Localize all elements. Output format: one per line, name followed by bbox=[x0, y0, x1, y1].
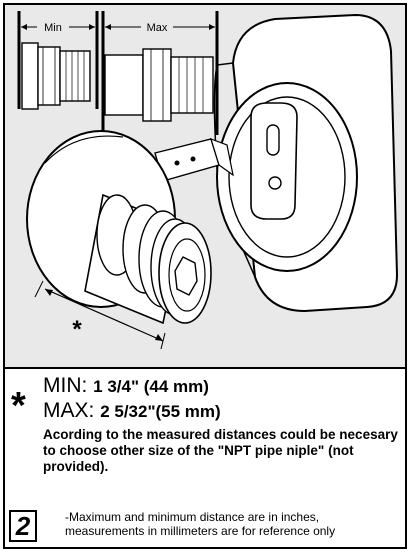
device-unit bbox=[213, 13, 399, 313]
max-spec: MAX: 2 5/32"(55 mm) bbox=[43, 400, 221, 423]
illustration-svg: Min Max bbox=[17, 11, 399, 350]
min-inset: Min bbox=[17, 11, 99, 110]
dimension-arrow: * bbox=[34, 280, 166, 350]
footnote: -Maximum and minimum distance are in inc… bbox=[65, 510, 401, 538]
max-prefix: MAX: bbox=[43, 399, 95, 422]
installation-illustration: Min Max bbox=[5, 5, 405, 369]
footnote-line-1: -Maximum and minimum distance are in inc… bbox=[65, 510, 320, 524]
asterisk-mark: * bbox=[72, 316, 82, 343]
min-label: Min bbox=[44, 22, 62, 34]
description-text: Acording to the measured distances could… bbox=[43, 427, 398, 474]
npt-fitting bbox=[84, 193, 212, 325]
instruction-panel: Min Max bbox=[3, 3, 407, 549]
max-value: 2 5/32"(55 mm) bbox=[100, 402, 221, 421]
max-inset: Max bbox=[101, 11, 219, 135]
asterisk-icon: * bbox=[11, 385, 26, 427]
max-label: Max bbox=[147, 22, 168, 34]
specification-section: * MIN: 1 3/4" (44 mm) MAX: 2 5/32"(55 mm… bbox=[5, 369, 405, 547]
min-value: 1 3/4" (44 mm) bbox=[93, 377, 209, 396]
min-spec: MIN: 1 3/4" (44 mm) bbox=[43, 375, 209, 398]
footnote-line-2: measurements in millimeters are for refe… bbox=[65, 524, 336, 538]
step-number-badge: 2 bbox=[9, 510, 37, 542]
min-prefix: MIN: bbox=[43, 374, 88, 397]
